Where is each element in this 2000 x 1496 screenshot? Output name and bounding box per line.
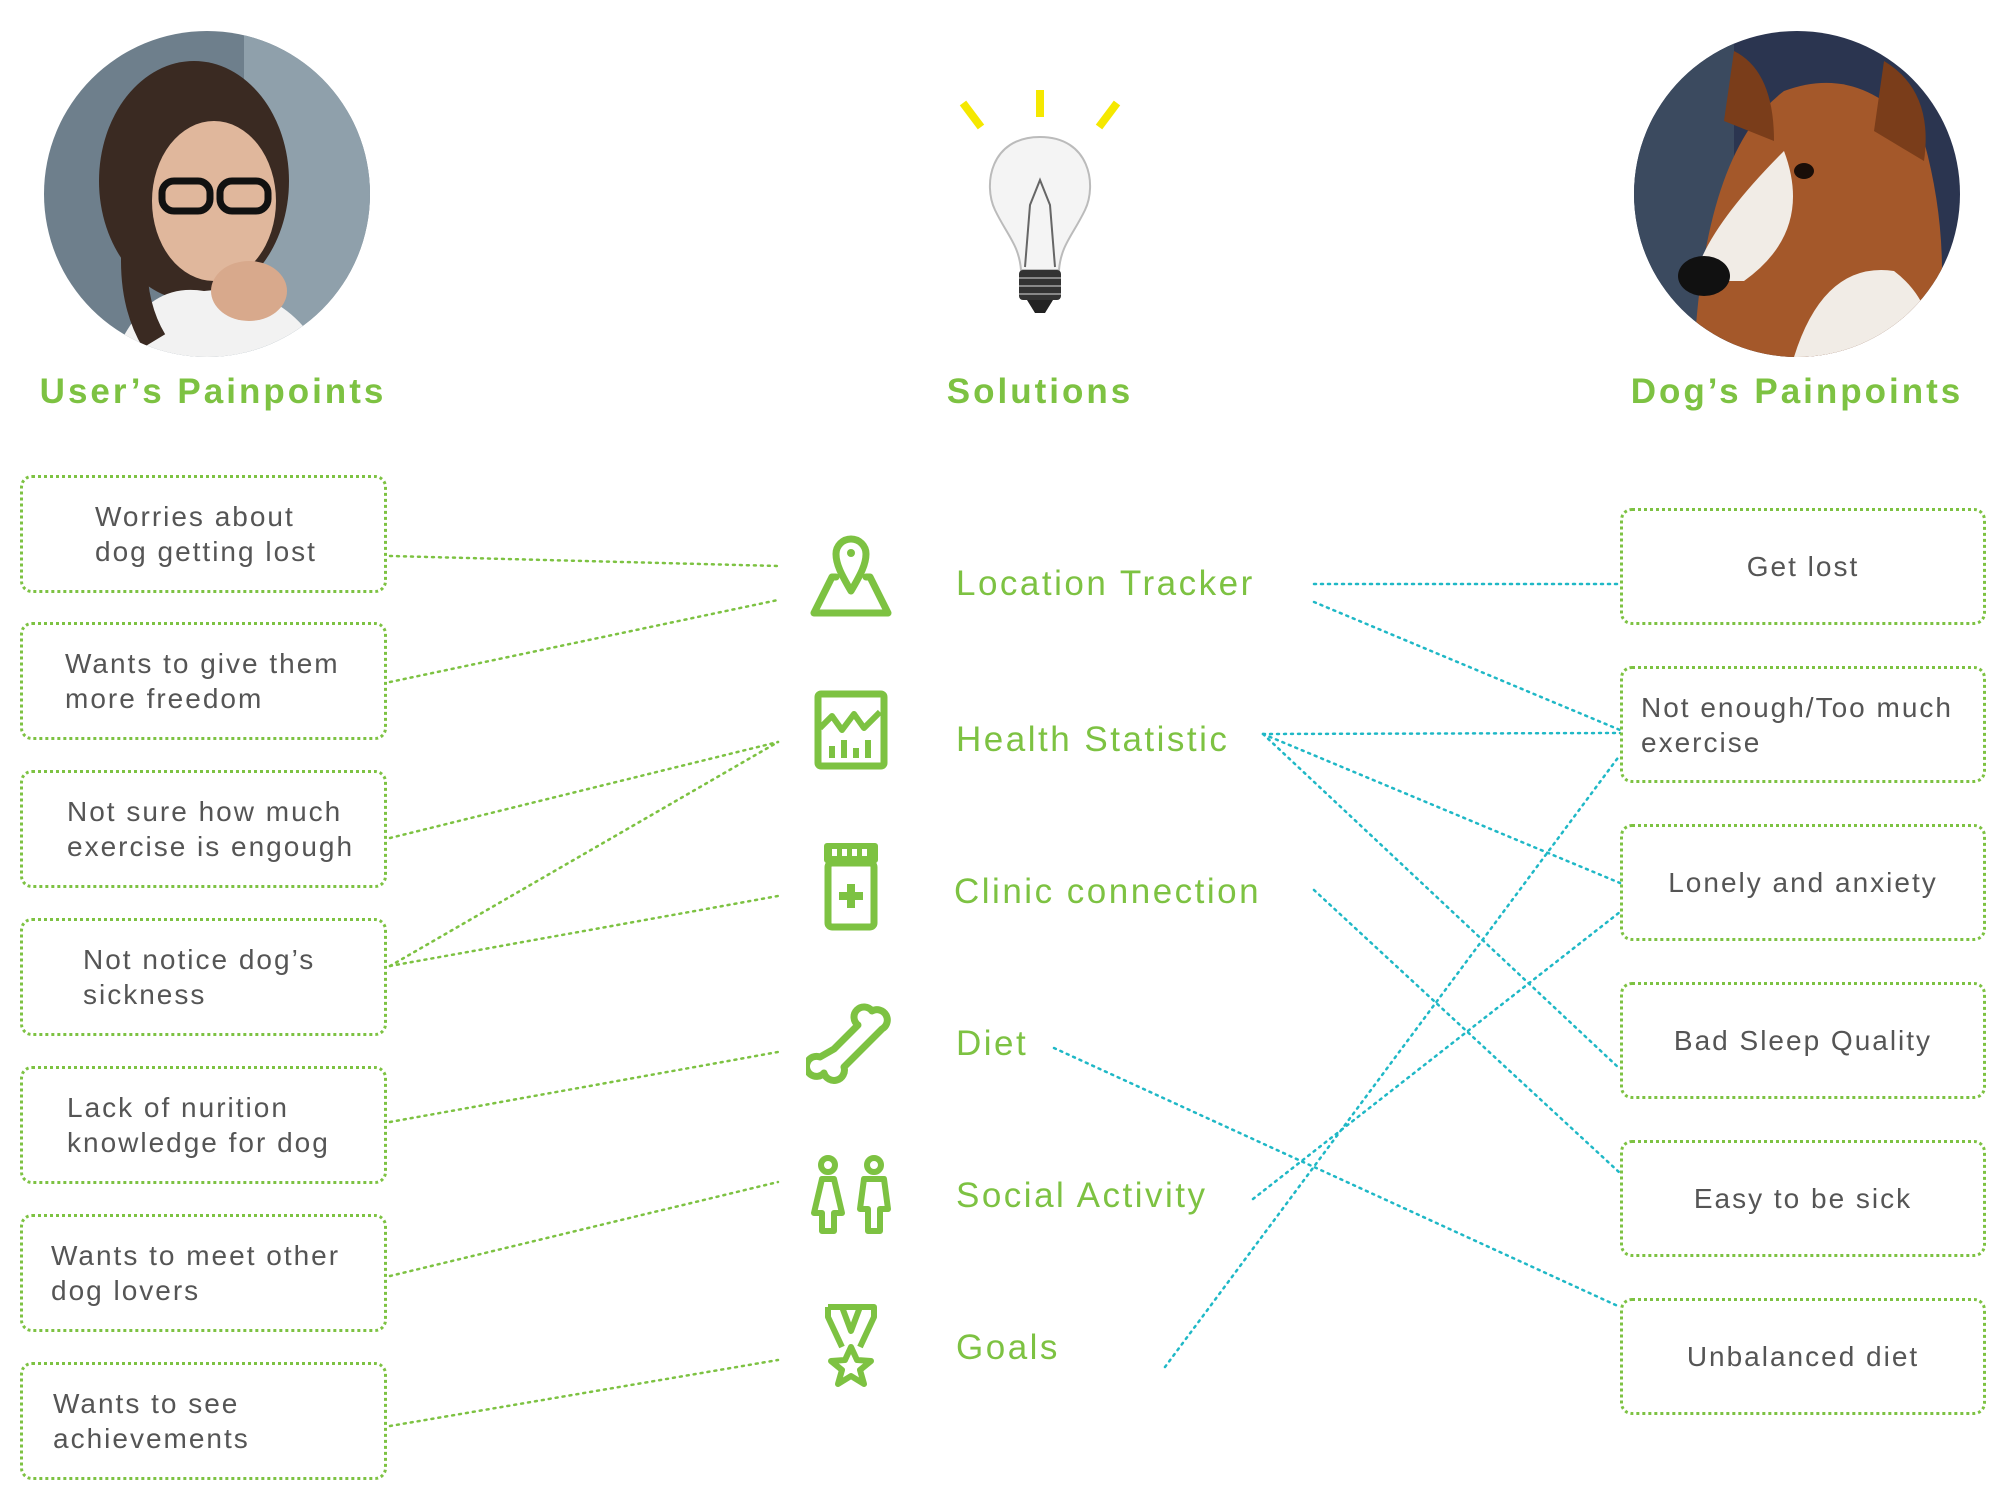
solution-dog-link — [1261, 732, 1622, 885]
solution-dog-link — [1261, 731, 1622, 736]
medicine-icon — [806, 841, 896, 931]
solution-dog-link — [1312, 888, 1622, 1175]
user-solution-link — [388, 598, 780, 684]
user-painpoint-box: Not notice dog’s sickness — [20, 918, 387, 1036]
painpoint-text: Wants to give them — [65, 648, 340, 679]
solution-social-activity: Social Activity — [956, 1176, 1208, 1215]
painpoint-text: knowledge for dog — [67, 1127, 330, 1158]
dog-painpoint-box: Get lost — [1620, 508, 1986, 625]
solution-clinic-connection: Clinic connection — [954, 872, 1262, 911]
user-painpoint-box: Wants to meet other dog lovers — [20, 1214, 387, 1332]
painpoint-text: Lack of nurition — [67, 1092, 289, 1123]
solution-diet: Diet — [956, 1024, 1029, 1063]
user-solution-link — [388, 554, 780, 568]
painpoint-text: dog getting lost — [95, 536, 317, 567]
painpoint-text: Not enough/Too much — [1641, 691, 1953, 723]
user-painpoint-box: Wants to give them more freedom — [20, 622, 387, 740]
solution-location-tracker: Location Tracker — [956, 564, 1255, 603]
lightbulb-icon — [955, 85, 1125, 325]
dog-painpoint-box: Easy to be sick — [1620, 1140, 1986, 1257]
painpoint-text: Easy to be sick — [1693, 1183, 1913, 1214]
chart-icon — [806, 686, 896, 776]
painpoint-text: exercise — [1641, 726, 1762, 758]
painpoint-text: Wants to see — [53, 1388, 240, 1419]
painpoint-text: achievements — [53, 1423, 250, 1454]
painpoint-text: exercise is engough — [67, 831, 355, 862]
painpoint-text: sickness — [83, 979, 207, 1010]
dog-painpoint-box: Lonely and anxiety — [1620, 824, 1986, 941]
medal-icon — [806, 1303, 896, 1393]
painpoint-text: more freedom — [65, 683, 264, 714]
solution-dog-link — [1251, 910, 1622, 1201]
dog-painpoint-box: Unbalanced diet — [1620, 1298, 1986, 1415]
user-solution-link — [388, 1180, 780, 1278]
painpoint-text: Wants to meet other — [51, 1240, 341, 1271]
solution-dog-link — [1312, 600, 1622, 732]
painpoint-text: Bad Sleep Quality — [1673, 1025, 1933, 1056]
user-solution-link — [388, 740, 780, 968]
user-painpoint-box: Worries about dog getting lost — [20, 475, 387, 593]
dog-photo — [1634, 31, 1960, 357]
solution-dog-link — [1163, 753, 1622, 1369]
user-solution-link — [388, 1358, 780, 1428]
people-icon — [806, 1151, 896, 1241]
user-painpoint-box: Wants to see achievements — [20, 1362, 387, 1480]
dog-painpoints-heading: Dog’s Painpoints — [1630, 372, 1964, 411]
solution-goals: Goals — [956, 1328, 1060, 1367]
solution-health-statistic: Health Statistic — [956, 720, 1230, 759]
user-painpoint-box: Lack of nurition knowledge for dog — [20, 1066, 387, 1184]
solution-dog-link — [1261, 732, 1622, 1071]
user-painpoints-heading: User’s Painpoints — [39, 372, 387, 411]
painpoint-text: Not sure how much — [67, 796, 343, 827]
painpoint-text: Lonely and anxiety — [1668, 867, 1938, 898]
map-pin-icon — [806, 529, 896, 619]
user-solution-link — [388, 740, 780, 840]
painpoint-text: Get lost — [1746, 551, 1860, 582]
solution-dog-link — [1052, 1046, 1622, 1309]
user-solution-link — [388, 1050, 780, 1124]
user-solution-link — [388, 894, 780, 968]
painpoint-text: Worries about — [95, 501, 295, 532]
user-photo — [44, 31, 370, 357]
user-painpoint-box: Not sure how much exercise is engough — [20, 770, 387, 888]
painpoint-text: Unbalanced diet — [1686, 1341, 1920, 1372]
bone-icon — [806, 997, 896, 1087]
painpoint-text: Not notice dog’s — [83, 944, 316, 975]
painpoint-text: dog lovers — [51, 1275, 201, 1306]
solutions-heading: Solutions — [946, 372, 1134, 411]
dog-painpoint-box: Bad Sleep Quality — [1620, 982, 1986, 1099]
